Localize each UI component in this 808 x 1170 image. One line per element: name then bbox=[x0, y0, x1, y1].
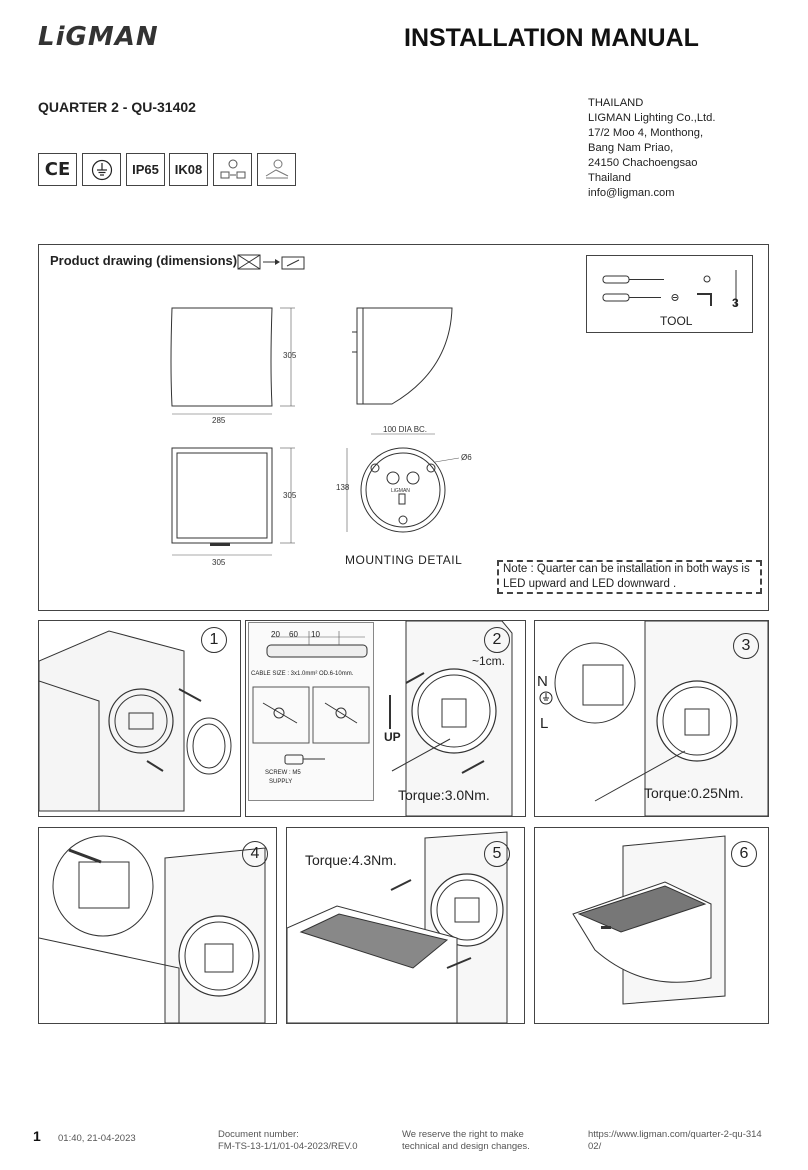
screwdriver-icon bbox=[602, 270, 737, 306]
installation-note: Note : Quarter can be installation in bo… bbox=[497, 560, 762, 594]
address-line: 24150 Chachoengsao bbox=[588, 157, 698, 169]
print-time: 01:40, 21-04-2023 bbox=[58, 1133, 136, 1144]
note-line: Note : Quarter can be installation in bo… bbox=[503, 563, 750, 575]
company-address: THAILAND LIGMAN Lighting Co.,Ltd. 17/2 M… bbox=[588, 96, 715, 201]
tool-panel: 3 TOOL bbox=[586, 255, 753, 333]
earth-symbol-icon bbox=[539, 691, 553, 710]
front-width-label: 285 bbox=[212, 416, 226, 425]
cable-length-label: ~1cm. bbox=[472, 654, 506, 668]
document-number: FM-TS-13-1/1/01-04-2023/REV.0 bbox=[218, 1141, 358, 1152]
step-5-panel: Torque:4.3Nm. 5 bbox=[286, 827, 525, 1024]
mounting-detail-drawing: 100 DIA BC. 138 LiGMAN Ø6 bbox=[336, 425, 472, 533]
product-drawing-panel bbox=[38, 244, 769, 611]
page-number: 1 bbox=[33, 1128, 41, 1144]
front-height-label: 305 bbox=[283, 351, 297, 360]
ik-rating-badge: IK08 bbox=[169, 153, 208, 186]
url-line[interactable]: https://www.ligman.com/quarter-2-qu-314 bbox=[588, 1129, 762, 1140]
disposal-symbol-icon bbox=[257, 153, 296, 186]
mounting-detail-label: MOUNTING DETAIL bbox=[345, 553, 463, 567]
document-number-label: Document number: bbox=[218, 1129, 299, 1140]
product-drawing-title: Product drawing (dimensions) bbox=[50, 253, 238, 268]
address-line: Thailand bbox=[588, 172, 631, 184]
step-number-badge: 2 bbox=[484, 627, 510, 653]
step-number-badge: 3 bbox=[733, 633, 759, 659]
document-title: INSTALLATION MANUAL bbox=[404, 24, 699, 52]
step-4-panel: 4 bbox=[38, 827, 277, 1024]
cable-size-label: CABLE SIZE : 3x1.0mm² OD.6-10mm. bbox=[251, 671, 354, 677]
address-line: THAILAND bbox=[588, 97, 644, 109]
installation-symbol-icon bbox=[213, 153, 252, 186]
drawing-scale-icon bbox=[237, 254, 307, 277]
mount-hole-label: Ø6 bbox=[461, 453, 472, 462]
strip-length-3: 10 bbox=[311, 630, 320, 639]
ligman-logo: LiGMAN bbox=[38, 22, 159, 52]
step-6-panel: 6 bbox=[534, 827, 769, 1024]
screw-supply-label: SUPPLY bbox=[269, 779, 293, 785]
step-2-panel: 20 60 10 CABLE SIZE : 3x1.0mm² OD.6-10mm… bbox=[245, 620, 526, 817]
mount-diameter-label: 100 DIA BC. bbox=[383, 425, 427, 434]
step-number-badge: 5 bbox=[484, 841, 510, 867]
product-name: QUARTER 2 - QU-31402 bbox=[38, 99, 196, 115]
wiring-detail-inset: 20 60 10 CABLE SIZE : 3x1.0mm² OD.6-10mm… bbox=[248, 622, 374, 801]
rights-line: technical and design changes. bbox=[402, 1141, 530, 1152]
strip-length-1: 20 bbox=[271, 630, 280, 639]
mount-brand-label: LiGMAN bbox=[391, 488, 410, 494]
tool-size-label: 3 bbox=[732, 296, 739, 310]
step-number-badge: 1 bbox=[201, 627, 227, 653]
up-direction-label: UP bbox=[384, 730, 401, 744]
step-number-badge: 4 bbox=[242, 841, 268, 867]
step-number-badge: 6 bbox=[731, 841, 757, 867]
document-number-block: Document number: FM-TS-13-1/1/01-04-2023… bbox=[218, 1129, 358, 1153]
front-view-drawing: 305 285 bbox=[170, 307, 297, 425]
address-line: LIGMAN Lighting Co.,Ltd. bbox=[588, 112, 716, 124]
torque-label-step-2: Torque:3.0Nm. bbox=[398, 787, 490, 803]
address-line: 17/2 Moo 4, Monthong, bbox=[588, 127, 704, 139]
note-line: LED upward and LED downward . bbox=[503, 578, 677, 590]
strip-length-2: 60 bbox=[289, 630, 298, 639]
neutral-label: N bbox=[537, 673, 548, 690]
torque-label-step-3: Torque:0.25Nm. bbox=[644, 785, 744, 801]
top-view-drawing: 305 305 bbox=[171, 447, 297, 567]
address-line: Bang Nam Priao, bbox=[588, 142, 674, 154]
ground-symbol-icon bbox=[82, 153, 121, 186]
torque-label-step-5: Torque:4.3Nm. bbox=[305, 852, 397, 868]
live-label: L bbox=[540, 715, 549, 732]
step-3-panel: N L Torque:0.25Nm. 3 bbox=[534, 620, 769, 817]
screw-size-label: SCREW : M5 bbox=[265, 770, 301, 776]
product-url[interactable]: https://www.ligman.com/quarter-2-qu-314 … bbox=[588, 1129, 762, 1153]
ce-mark-icon: CE bbox=[38, 153, 77, 186]
address-email: info@ligman.com bbox=[588, 187, 675, 199]
ip-rating-badge: IP65 bbox=[126, 153, 165, 186]
url-line[interactable]: 02/ bbox=[588, 1141, 602, 1152]
rights-line: We reserve the right to make bbox=[402, 1129, 524, 1140]
mount-depth-label: 138 bbox=[336, 483, 350, 492]
top-width-label: 305 bbox=[212, 558, 226, 567]
top-height-label: 305 bbox=[283, 491, 297, 500]
rights-notice: We reserve the right to make technical a… bbox=[402, 1129, 530, 1153]
tool-label: TOOL bbox=[660, 314, 693, 328]
side-view-drawing bbox=[352, 307, 453, 405]
step-1-panel: 1 bbox=[38, 620, 241, 817]
